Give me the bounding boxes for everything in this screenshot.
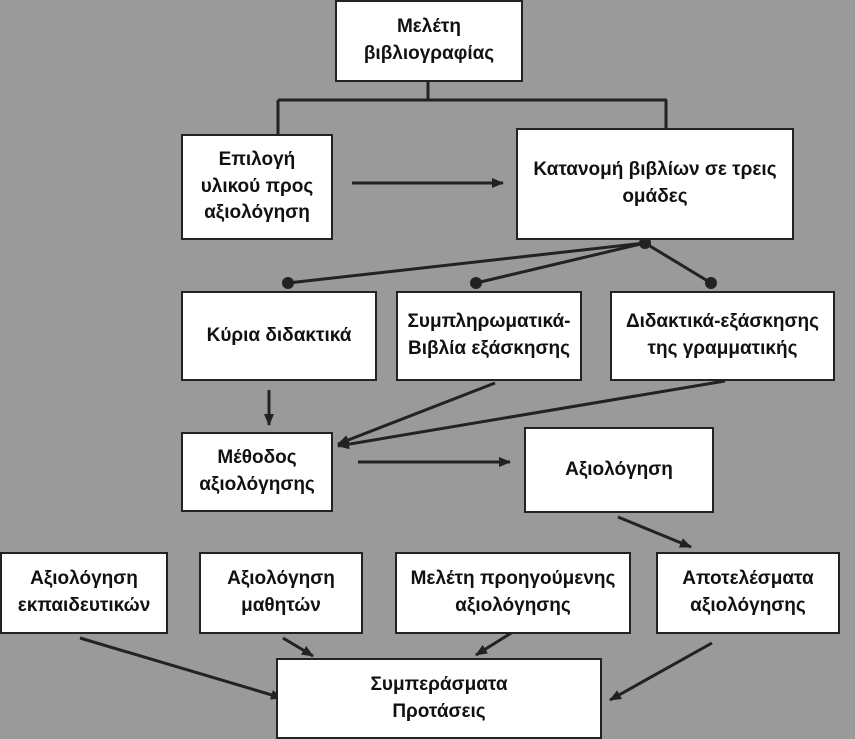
edge-katanomi-to-sympliromatika: [475, 241, 646, 285]
node-label: Μελέτη προηγούμενης αξιολόγησης: [410, 568, 616, 616]
edge-katanomi-to-kyria: [287, 241, 646, 285]
node-axiologisi-mathitwn: Αξιολόγηση μαθητών: [199, 552, 363, 634]
node-label: Κατανομή βιβλίων σε τρεις ομάδες: [533, 159, 777, 207]
node-label: Αξιολόγηση εκπαιδευτικών: [17, 568, 151, 616]
node-axiologisi: Αξιολόγηση: [524, 427, 714, 513]
node-label: Μέθοδος αξιολόγησης: [199, 447, 315, 495]
node-symperasmata: Συμπεράσματα Προτάσεις: [276, 658, 602, 739]
node-label: Αξιολόγηση: [565, 458, 673, 480]
edge-ekpaideutikwn-to-symperasmata: [79, 636, 283, 700]
node-meleti-bibliografias: Μελέτη βιβλιογραφίας: [335, 0, 523, 82]
node-label: Αξιολόγηση μαθητών: [227, 568, 335, 616]
edge-katanomi-to-didaktika: [644, 241, 712, 285]
node-apotelesmata: Αποτελέσματα αξιολόγησης: [656, 552, 840, 634]
node-epilogi-ylikou: Επιλογή υλικού προς αξιολόγηση: [181, 134, 333, 240]
edge-proigoumenis-to-symperasmata: [475, 628, 517, 657]
node-meleti-proigoumenis: Μελέτη προηγούμενης αξιολόγησης: [395, 552, 631, 634]
node-label: Κύρια διδακτικά: [206, 324, 352, 346]
node-label: Αποτελέσματα αξιολόγησης: [682, 568, 814, 616]
node-sympliromatika: Συμπληρωματικά- Βιβλία εξάσκησης: [396, 291, 582, 381]
node-label: Διδακτικά-εξάσκησης της γραμματικής: [625, 311, 820, 359]
node-label: Συμπεράσματα Προτάσεις: [370, 673, 508, 722]
edge-didaktika-to-methodos: [337, 379, 726, 450]
dot-kyria: [282, 277, 294, 289]
edge-mathitwn-to-symperasmata: [282, 636, 314, 658]
node-katanomi-bibliwn: Κατανομή βιβλίων σε τρεις ομάδες: [516, 128, 794, 240]
node-didaktika-exaskisis: Διδακτικά-εξάσκησης της γραμματικής: [610, 291, 835, 381]
edge-apotelesmata-to-symperasmata: [609, 641, 713, 702]
node-label: Συμπληρωματικά- Βιβλία εξάσκησης: [407, 311, 571, 359]
edge-sympliromatika-to-methodos: [337, 381, 496, 446]
node-methodos-axiologisis: Μέθοδος αξιολόγησης: [181, 432, 333, 512]
node-label: Μελέτη βιβλιογραφίας: [363, 16, 495, 64]
node-kyria-didaktika: Κύρια διδακτικά: [181, 291, 377, 381]
node-axiologisi-ekpaideutikwn: Αξιολόγηση εκπαιδευτικών: [0, 552, 168, 634]
node-label: Επιλογή υλικού προς αξιολόγηση: [200, 149, 314, 224]
dot-didaktika: [705, 277, 717, 289]
dot-sympliromatika: [470, 277, 482, 289]
edge-axiologisi-to-apotelesmata: [617, 515, 692, 549]
